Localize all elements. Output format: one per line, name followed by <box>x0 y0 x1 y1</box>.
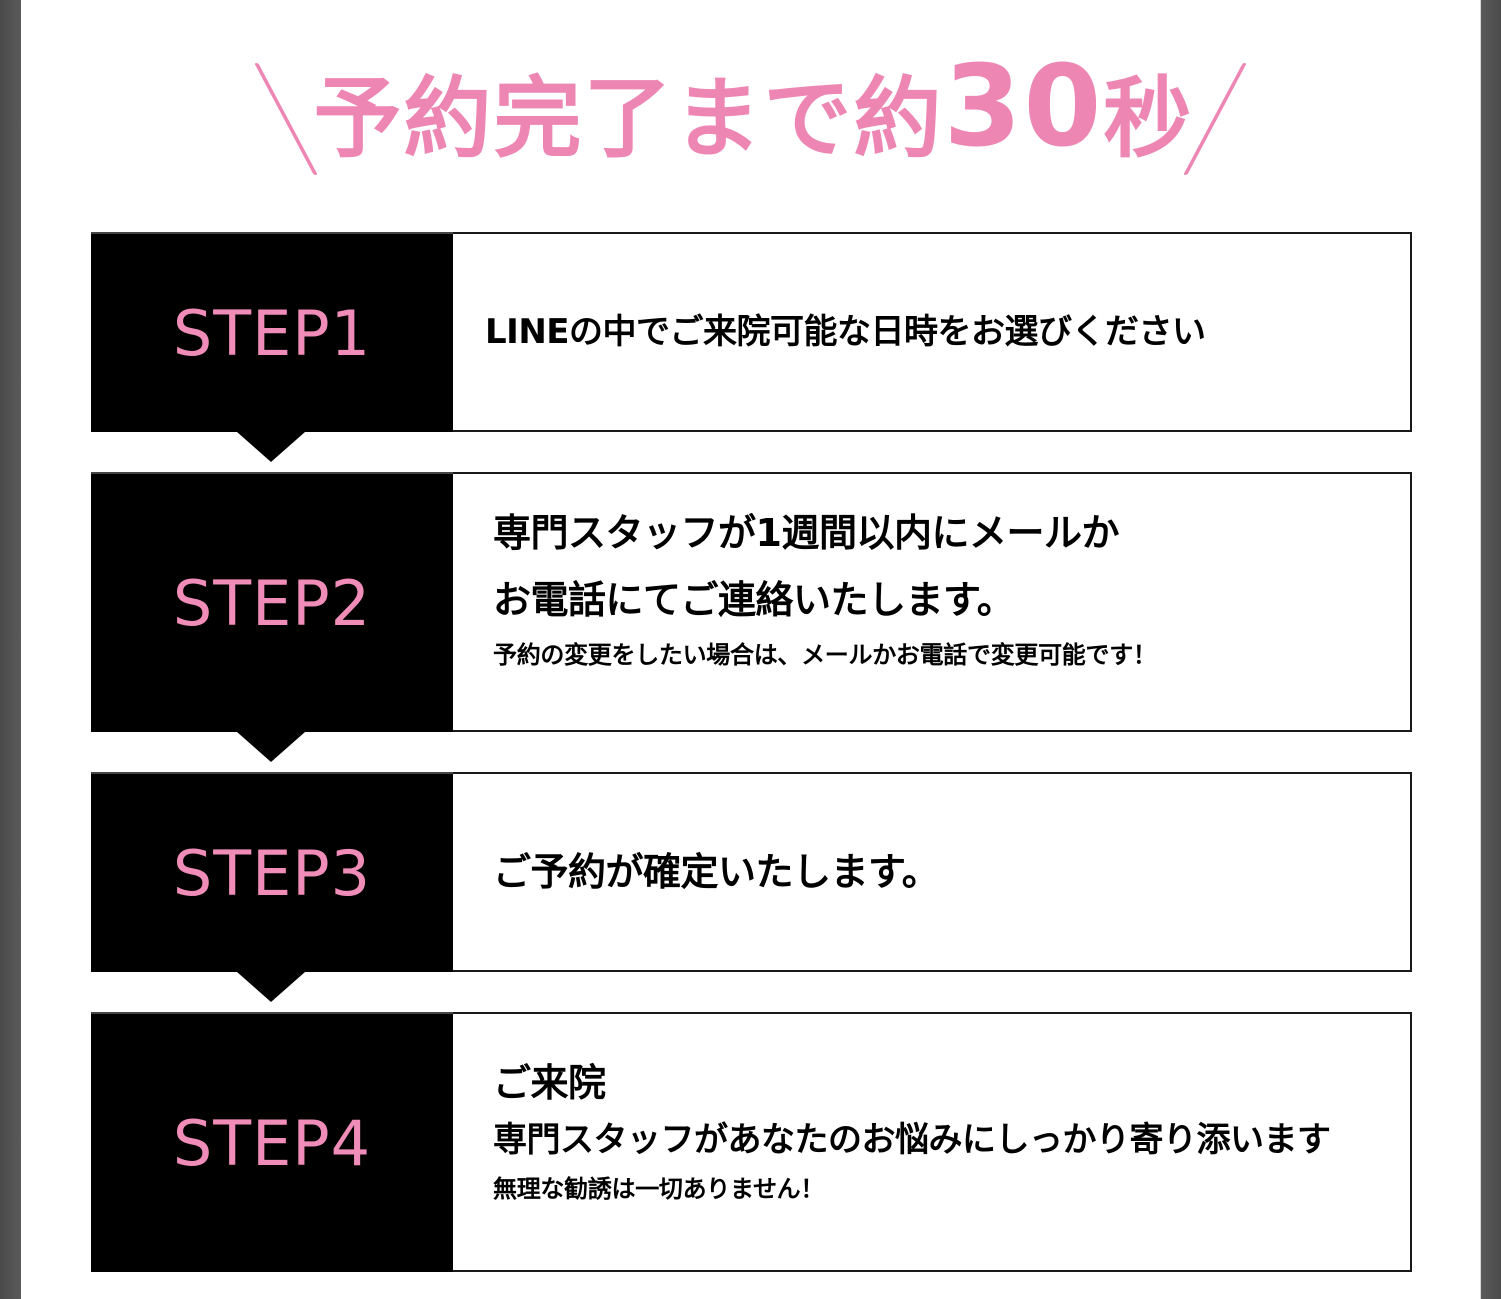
headline-number: 30 <box>943 42 1104 172</box>
step-label: STEP4 <box>172 1106 372 1180</box>
right-frame <box>1480 0 1501 1299</box>
step-label: STEP1 <box>172 296 372 370</box>
step-label-box: STEP4 <box>91 1012 453 1272</box>
step-content: 専門スタッフが1週間以内にメールか お電話にてご連絡いたします。 予約の変更をし… <box>453 472 1412 732</box>
headline-text: 予約完了まで約 <box>313 67 944 170</box>
headline: 予約完了まで約 30 秒 <box>0 44 1501 194</box>
slash-left-decoration <box>253 63 318 175</box>
headline-unit: 秒 <box>1103 67 1192 170</box>
step-label-box: STEP1 <box>91 232 453 462</box>
down-arrow-icon <box>237 732 305 762</box>
step-3: STEP3 ご予約が確定いたします。 <box>91 772 1412 1002</box>
step-1: STEP1 LINEの中でご来院可能な日時をお選びください <box>91 232 1412 462</box>
step-label: STEP2 <box>172 566 372 640</box>
step-label-box: STEP3 <box>91 772 453 1002</box>
left-frame <box>0 0 21 1299</box>
step-description: 専門スタッフがあなたのお悩みにしっかり寄り添います <box>493 1119 1331 1160</box>
step-description-line-1: 専門スタッフが1週間以内にメールか <box>493 511 1119 555</box>
step-label: STEP3 <box>172 836 372 910</box>
step-label-box: STEP2 <box>91 472 453 762</box>
step-content: LINEの中でご来院可能な日時をお選びください <box>453 232 1412 432</box>
step-title: ご来院 <box>493 1061 606 1105</box>
step-note: 予約の変更をしたい場合は、メールかお電話で変更可能です！ <box>493 641 1157 669</box>
down-arrow-icon <box>237 432 305 462</box>
step-note: 無理な勧誘は一切ありません！ <box>493 1175 825 1204</box>
step-description: LINEの中でご来院可能な日時をお選びください <box>485 311 1206 352</box>
step-description-line-2: お電話にてご連絡いたします。 <box>493 577 1015 622</box>
step-content: ご予約が確定いたします。 <box>453 772 1412 972</box>
step-4: STEP4 ご来院 専門スタッフがあなたのお悩みにしっかり寄り添います 無理な勧… <box>91 1012 1412 1272</box>
step-content: ご来院 専門スタッフがあなたのお悩みにしっかり寄り添います 無理な勧誘は一切あり… <box>453 1012 1412 1272</box>
slash-right-decoration <box>1183 63 1248 175</box>
step-2: STEP2 専門スタッフが1週間以内にメールか お電話にてご連絡いたします。 予… <box>91 472 1412 762</box>
step-description: ご予約が確定いたします。 <box>493 849 940 894</box>
down-arrow-icon <box>237 972 305 1002</box>
